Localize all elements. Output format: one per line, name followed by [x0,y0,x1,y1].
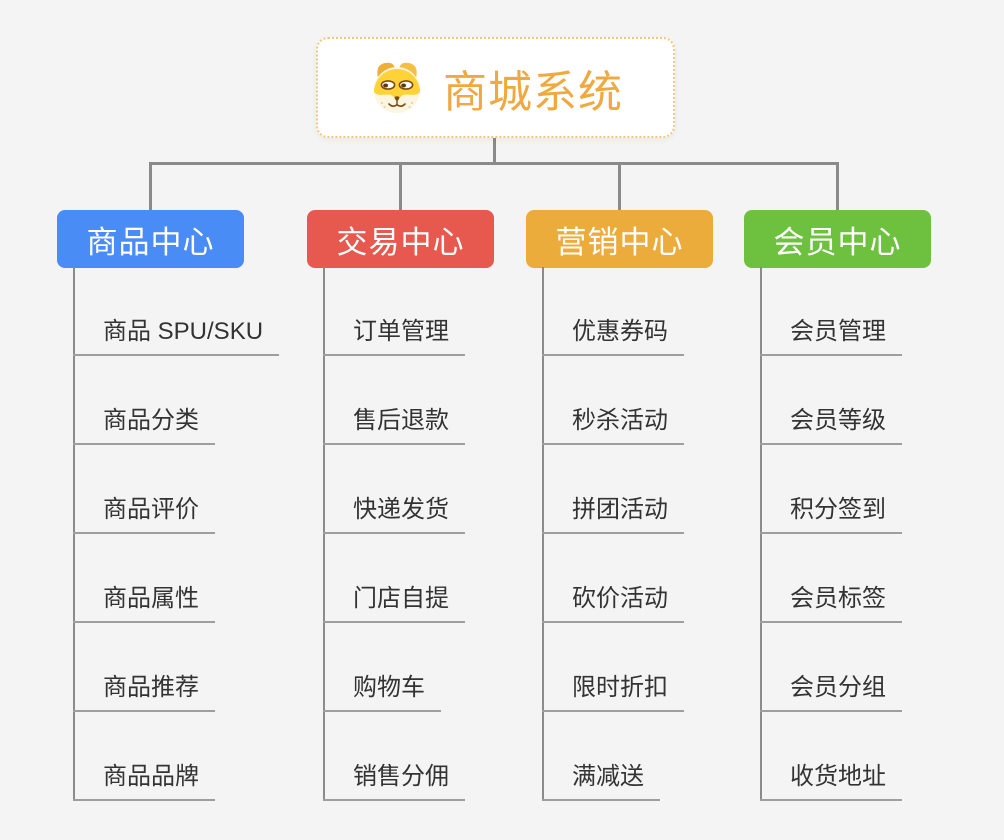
child-node[interactable]: 门店自提 [323,534,465,623]
connector-drop [149,164,152,211]
child-node[interactable]: 商品品牌 [73,712,279,801]
child-node[interactable]: 优惠券码 [542,267,684,356]
child-node[interactable]: 限时折扣 [542,623,684,712]
branch-children-trade: 订单管理 售后退款 快递发货 门店自提 购物车 销售分佣 [323,267,465,801]
child-node[interactable]: 商品推荐 [73,623,279,712]
child-node[interactable]: 秒杀活动 [542,356,684,445]
child-node[interactable]: 商品分类 [73,356,279,445]
connector-bus [149,162,839,165]
branch-node-marketing-center[interactable]: 营销中心 [526,210,713,268]
child-node-label: 销售分佣 [323,756,465,801]
child-node[interactable]: 会员分组 [760,623,902,712]
root-node[interactable]: 商城系统 [316,37,675,138]
child-node[interactable]: 收货地址 [760,712,902,801]
connector-drop [836,164,839,211]
branch-node-member-center[interactable]: 会员中心 [744,210,931,268]
branch-children-marketing: 优惠券码 秒杀活动 拼团活动 砍价活动 限时折扣 满减送 [542,267,684,801]
child-node-label: 会员分组 [760,667,902,712]
child-node-label: 秒杀活动 [542,400,684,445]
child-node[interactable]: 商品评价 [73,445,279,534]
child-node[interactable]: 销售分佣 [323,712,465,801]
branch-node-product-center[interactable]: 商品中心 [57,210,244,268]
child-node-label: 会员管理 [760,311,902,356]
child-node[interactable]: 快递发货 [323,445,465,534]
branch-children-member: 会员管理 会员等级 积分签到 会员标签 会员分组 收货地址 [760,267,902,801]
child-node-label: 商品 SPU/SKU [73,311,280,356]
child-node-label: 收货地址 [760,756,902,801]
child-node[interactable]: 满减送 [542,712,684,801]
connector-drop [618,164,621,211]
connector-root-stem [493,138,496,165]
child-node-label: 商品品牌 [73,756,215,801]
child-node[interactable]: 拼团活动 [542,445,684,534]
child-node-label: 商品属性 [73,578,215,623]
child-node[interactable]: 购物车 [323,623,465,712]
child-node-label: 限时折扣 [542,667,684,712]
root-title: 商城系统 [443,67,623,117]
child-node-label: 购物车 [323,667,441,712]
child-node[interactable]: 商品 SPU/SKU [73,267,280,356]
child-node[interactable]: 积分签到 [760,445,902,534]
child-node-label: 商品分类 [73,400,215,445]
child-node-label: 拼团活动 [542,489,684,534]
child-node[interactable]: 订单管理 [323,267,465,356]
child-node-label: 会员等级 [760,400,902,445]
connector-drop [399,164,402,211]
child-node[interactable]: 砍价活动 [542,534,684,623]
child-node-label: 商品评价 [73,489,215,534]
child-node-label: 快递发货 [323,489,465,534]
child-node-label: 商品推荐 [73,667,215,712]
branch-children-product: 商品 SPU/SKU 商品分类 商品评价 商品属性 商品推荐 商品品牌 [73,267,280,801]
child-node-label: 积分签到 [760,489,902,534]
child-node[interactable]: 商品属性 [73,534,279,623]
child-node[interactable]: 会员等级 [760,356,902,445]
dog-face-icon [374,62,420,113]
child-node-label: 订单管理 [323,311,465,356]
child-node[interactable]: 会员标签 [760,534,902,623]
child-node-label: 满减送 [542,756,660,801]
child-node-label: 优惠券码 [542,311,684,356]
child-node[interactable]: 售后退款 [323,356,465,445]
child-node-label: 会员标签 [760,578,902,623]
child-node-label: 砍价活动 [542,578,684,623]
child-node[interactable]: 会员管理 [760,267,902,356]
child-node-label: 售后退款 [323,400,465,445]
child-node-label: 门店自提 [323,578,465,623]
branch-node-trade-center[interactable]: 交易中心 [307,210,494,268]
